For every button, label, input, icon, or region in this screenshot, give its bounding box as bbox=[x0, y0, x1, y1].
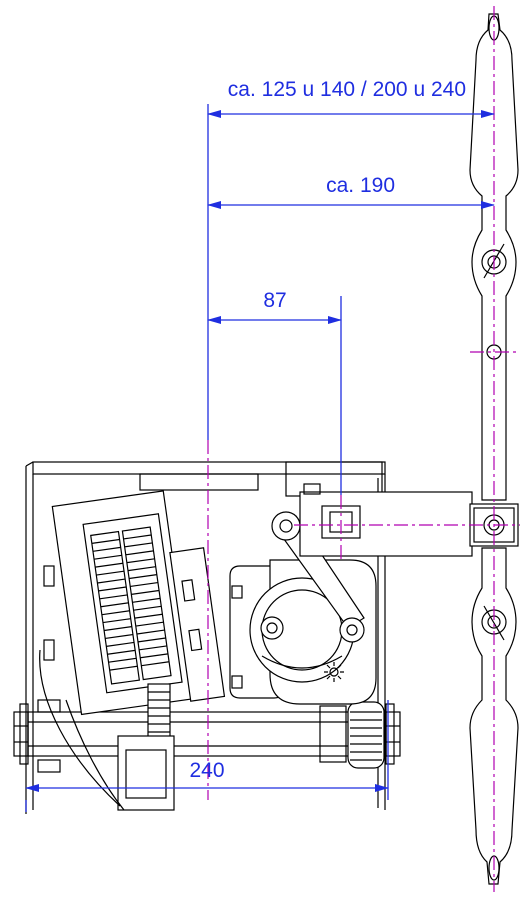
dimension-label-short: 87 bbox=[263, 289, 286, 312]
tilted-coil-pack bbox=[51, 490, 226, 716]
frame-bolts bbox=[37, 565, 61, 773]
dimension-label-mid: ca. 190 bbox=[326, 174, 395, 197]
dimension-label-bottom: 240 bbox=[189, 759, 224, 782]
dimension-label-top: ca. 125 u 140 / 200 u 240 bbox=[228, 78, 466, 101]
terminal-strip bbox=[117, 683, 175, 811]
tie-rod bbox=[27, 705, 387, 763]
lever-arm bbox=[271, 511, 365, 643]
dimension-lines bbox=[25, 104, 495, 812]
center-axes bbox=[207, 6, 520, 892]
sun-icon bbox=[324, 662, 344, 682]
spring-coil bbox=[347, 701, 385, 769]
